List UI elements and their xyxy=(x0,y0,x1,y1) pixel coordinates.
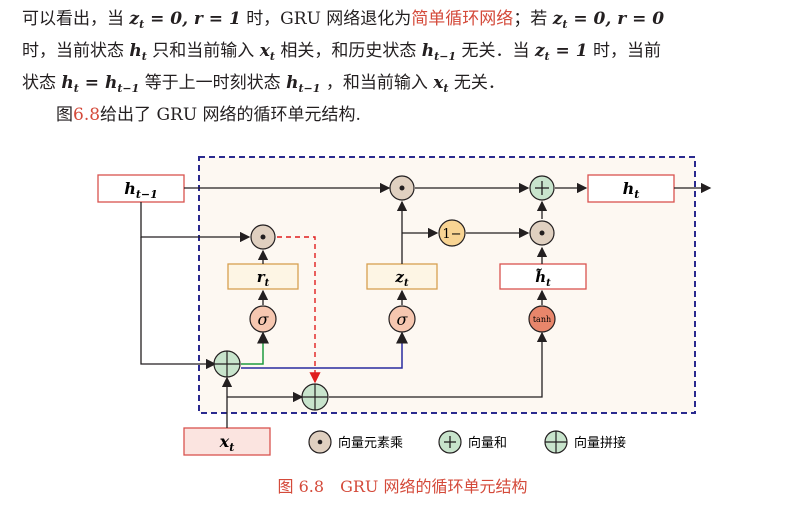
text-line-3: 状态 ht = ht−1 等于上一时刻状态 ht−1 ，和当前输入 xt 无关． xyxy=(22,73,505,95)
add-node xyxy=(529,175,555,201)
paragraph: 可以看出，当 zt = 0, r = 1 时，GRU 网络退化为简单循环网络；若… xyxy=(22,6,792,128)
legend-multiply: 向量元素乘 xyxy=(308,430,403,454)
multiply-node-reset xyxy=(250,224,276,250)
text-line-4: 图6.8给出了 GRU 网络的循环单元结构. xyxy=(56,105,361,125)
x-t-box xyxy=(183,427,271,456)
h-tilde-box xyxy=(499,263,587,290)
h-prev-box xyxy=(97,174,185,203)
legend-concat-label: 向量拼接 xyxy=(574,435,626,451)
legend-multiply-label: 向量元素乘 xyxy=(338,435,403,451)
figure-ref-link[interactable]: 6.8 xyxy=(73,105,101,125)
sigma-z-label: σ xyxy=(397,310,409,329)
multiply-node-bottom xyxy=(529,220,555,246)
concat-to-r-line xyxy=(241,331,269,365)
connections xyxy=(140,182,712,428)
concat-node-2 xyxy=(301,383,329,411)
legend-add: 向量和 xyxy=(438,430,507,454)
legend-add-label: 向量和 xyxy=(468,435,507,451)
one-minus-label: 1− xyxy=(442,227,461,242)
gru-diagram: ht−1 ht xt rt zt h̃t xyxy=(97,156,712,456)
term-simple-rnn: 简单循环网络 xyxy=(411,9,514,29)
sigma-node-z: σ xyxy=(388,305,416,333)
one-minus-node: 1− xyxy=(438,219,466,247)
multiply-node-top xyxy=(389,175,415,201)
legend-concat: 向量拼接 xyxy=(544,430,626,454)
figure-caption: 图 6.8 GRU 网络的循环单元结构 xyxy=(277,477,528,496)
reset-dashed-line xyxy=(277,236,321,384)
sigma-node-r: σ xyxy=(249,305,277,333)
tanh-label: tanh xyxy=(533,315,551,324)
concat-node-1 xyxy=(213,350,241,378)
text-line-1: 可以看出，当 zt = 0, r = 1 时，GRU 网络退化为简单循环网络；若… xyxy=(22,9,665,31)
concat-to-z-line xyxy=(241,331,408,369)
tanh-node: tanh xyxy=(528,305,556,333)
text-line-2: 时，当前状态 ht 只和当前输入 xt 相关，和历史状态 ht−1 无关．当 z… xyxy=(22,41,661,63)
sigma-r-label: σ xyxy=(258,310,270,329)
